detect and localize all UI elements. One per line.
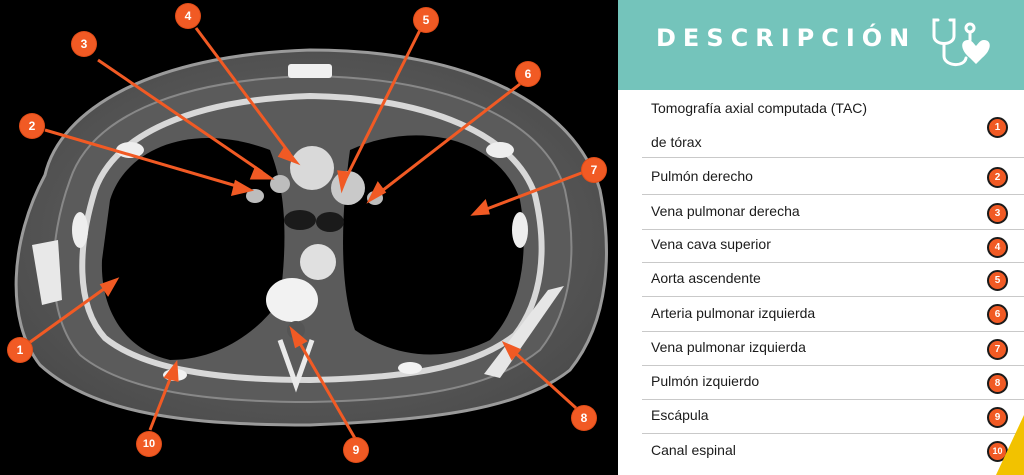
item-number: 9 xyxy=(987,407,1008,428)
item-label: Escápula xyxy=(651,407,709,423)
list-item: Vena pulmonar izquierda 7 xyxy=(642,332,1024,366)
item-label: Canal espinal xyxy=(651,442,736,458)
item-label: Pulmón izquierdo xyxy=(651,373,760,389)
list-item: Tomografía axial computada (TAC) de tóra… xyxy=(642,90,1024,158)
marker-8: 8 xyxy=(572,406,596,430)
item-label: Vena cava superior xyxy=(651,236,771,252)
item-label-line2: de tórax xyxy=(651,134,702,150)
ct-scan-image: 1 2 3 4 5 6 7 8 9 10 xyxy=(0,0,618,475)
description-panel: DESCRIPCIÓN Tomografía axial computada (… xyxy=(618,0,1024,475)
item-number: 8 xyxy=(987,373,1008,394)
ct-scan-drawing xyxy=(14,27,608,441)
item-number: 1 xyxy=(987,117,1008,138)
list-item: Vena cava superior 4 xyxy=(642,230,1024,263)
marker-9: 9 xyxy=(344,438,368,462)
marker-2: 2 xyxy=(20,114,44,138)
annotation-arrows xyxy=(25,27,585,441)
description-header: DESCRIPCIÓN xyxy=(618,0,1024,90)
item-label: Vena pulmonar izquierda xyxy=(651,339,806,355)
list-item: Canal espinal 10 xyxy=(642,434,1024,469)
list-item: Pulmón izquierdo 8 xyxy=(642,366,1024,400)
marker-5: 5 xyxy=(414,8,438,32)
description-title: DESCRIPCIÓN xyxy=(656,24,917,52)
item-label: Pulmón derecho xyxy=(651,168,753,184)
description-list: Tomografía axial computada (TAC) de tóra… xyxy=(642,90,1024,469)
item-number: 5 xyxy=(987,270,1008,291)
item-number: 4 xyxy=(987,237,1008,258)
marker-3: 3 xyxy=(72,32,96,56)
item-number: 7 xyxy=(987,339,1008,360)
marker-7: 7 xyxy=(582,158,606,182)
item-label: Arteria pulmonar izquierda xyxy=(651,305,816,321)
corner-accent xyxy=(996,415,1024,475)
stethoscope-heart-icon xyxy=(932,18,990,66)
marker-10: 10 xyxy=(137,432,161,456)
item-label: Aorta ascendente xyxy=(651,270,761,286)
list-item: Arteria pulmonar izquierda 6 xyxy=(642,297,1024,332)
list-item: Vena pulmonar derecha 3 xyxy=(642,195,1024,230)
item-number: 2 xyxy=(987,167,1008,188)
list-item: Pulmón derecho 2 xyxy=(642,158,1024,195)
marker-4: 4 xyxy=(176,4,200,28)
list-item: Escápula 9 xyxy=(642,400,1024,434)
list-item: Aorta ascendente 5 xyxy=(642,263,1024,297)
marker-6: 6 xyxy=(516,62,540,86)
marker-1: 1 xyxy=(8,338,32,362)
item-label: Vena pulmonar derecha xyxy=(651,203,800,219)
item-number: 3 xyxy=(987,203,1008,224)
item-number: 6 xyxy=(987,304,1008,325)
item-label: Tomografía axial computada (TAC) xyxy=(651,100,868,116)
